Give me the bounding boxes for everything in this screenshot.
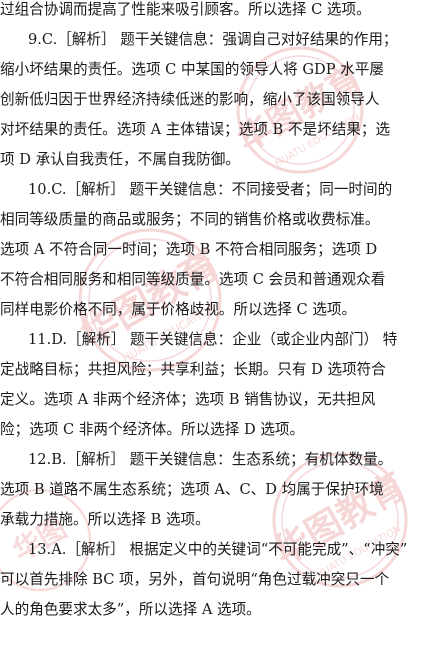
text-line: 相同等级质量的商品或服务；不同的销售价格或收费标准。 — [0, 211, 380, 228]
text-line: 可以首先排除 BC 项，另外，首句说明“角色过载冲突只一个 — [0, 571, 390, 588]
text-line: 人的角色要求太多”，所以选择 A 选项。 — [0, 601, 261, 618]
question-12-heading-line: 12.B.［解析］ 题干关键信息：生态系统；有机体数量。 — [28, 451, 393, 468]
text-line: 选项 B 道路不属生态系统；选项 A、C、D 均属于保护环境 — [0, 481, 384, 498]
text-line: 险；选项 C 非两个经济体。所以选择 D 选项。 — [0, 421, 305, 438]
text-line: 选项 A 不符合同一时间；选项 B 不符合相同服务；选项 D — [0, 241, 378, 258]
text-line: 对坏结果的责任。选项 A 主体错误；选项 B 不是坏结果；选 — [0, 121, 391, 138]
question-13-heading-line: 13.A.［解析］ 根据定义中的关键词“不可能完成”、“冲突” — [28, 541, 408, 558]
text-line: 定战略目标；共担风险；共享利益；长期。只有 D 选项符合 — [0, 361, 386, 378]
text-line: 承载力措施。所以选择 B 选项。 — [0, 511, 210, 528]
text-line: 定义。选项 A 非两个经济体；选项 B 销售协议，无共担风 — [0, 391, 376, 408]
text-line: 缩小坏结果的责任。选项 C 中某国的领导人将 GDP 水平屡 — [0, 61, 384, 78]
text-line: 过组合协调而提高了性能来吸引顾客。所以选择 C 选项。 — [0, 1, 371, 18]
text-line: 同样电影价格不同，属于价格歧视。所以选择 C 选项。 — [0, 301, 357, 318]
question-11-heading-line: 11.D.［解析］ 题干关键信息：企业（或企业内部门） 特 — [28, 331, 398, 348]
text-line: 不符合相同服务和相同等级质量。选项 C 会员和普通观众看 — [0, 271, 386, 288]
question-9-heading-line: 9.C.［解析］ 题干关键信息：强调自己对好结果的作用； — [28, 31, 398, 48]
question-10-heading-line: 10.C.［解析］ 题干关键信息：不同接受者；同一时间的 — [28, 181, 393, 198]
text-line: 创新低归因于世界经济持续低迷的影响，缩小了该国领导人 — [0, 91, 380, 108]
text-line: 项 D 承认自我责任，不属自我防御。 — [0, 151, 240, 168]
